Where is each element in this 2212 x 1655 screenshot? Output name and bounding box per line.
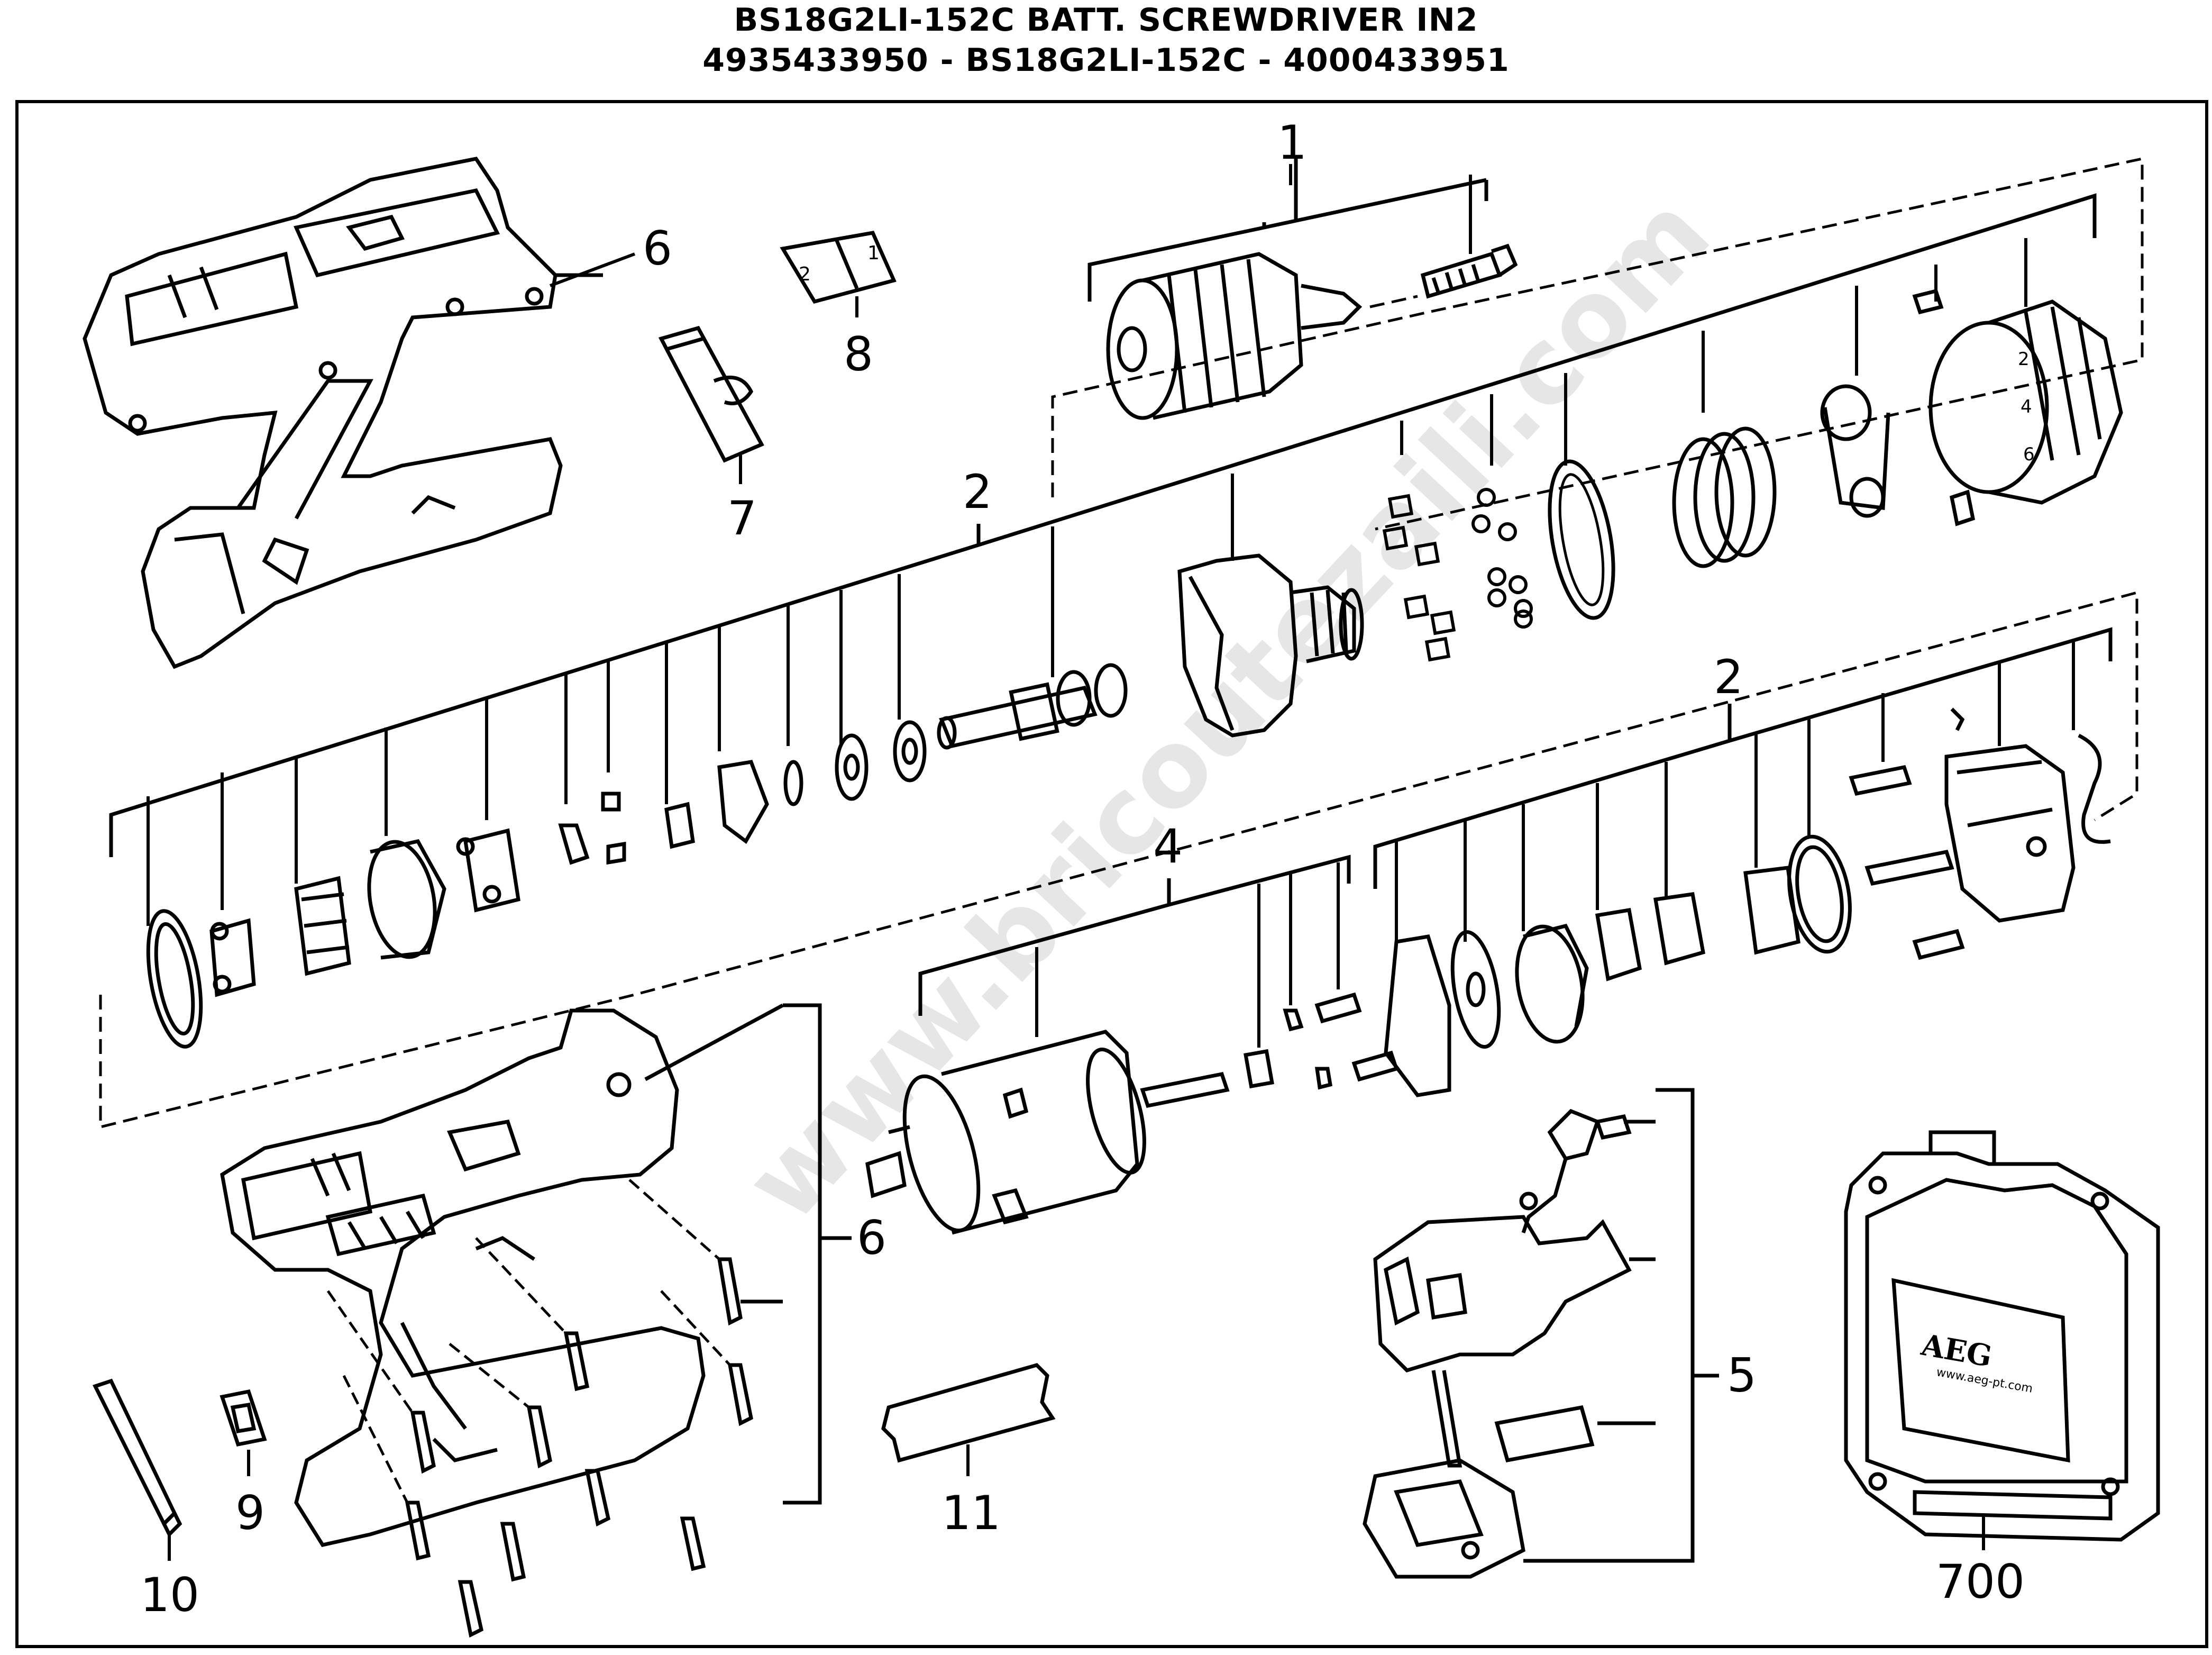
callout-700: 700 <box>1936 1554 2025 1609</box>
svg-text:2: 2 <box>2018 349 2030 370</box>
callout-1: 1 <box>1277 115 1307 170</box>
callout-6-top: 6 <box>643 221 672 276</box>
watermark-text: www.bricoutezaili.com <box>722 172 1734 1244</box>
diagram-frame <box>15 100 2208 1648</box>
svg-text:6: 6 <box>2023 444 2035 465</box>
svg-text:1: 1 <box>867 242 880 264</box>
belt-hook-part <box>220 1389 267 1447</box>
screwdriver-bit-part <box>93 1378 182 1538</box>
svg-text:2: 2 <box>799 263 811 285</box>
case-logo: AEG <box>1918 1327 1995 1374</box>
keyless-chuck-part <box>1106 252 1363 420</box>
diagram-subtitle: 4935433950 - BS18G2LI-152C - 4000433951 <box>702 42 1510 79</box>
rating-label-part <box>881 1363 1056 1463</box>
callout-11: 11 <box>942 1486 1001 1540</box>
housing-screw-dashes <box>326 1179 731 1504</box>
housing-half-right <box>220 1008 706 1547</box>
motor-leaders <box>1035 862 1340 1048</box>
callout-2-lower: 2 <box>1714 650 1743 704</box>
callout-2-upper: 2 <box>963 465 992 519</box>
housing-bottom-bracket <box>644 1003 852 1505</box>
direction-switch-part: 2 1 <box>780 231 897 304</box>
svg-text:4: 4 <box>2021 396 2032 417</box>
gearbox-lower-bracket <box>1373 627 2113 889</box>
callout-8: 8 <box>844 327 873 381</box>
diagram-header: BS18G2LI-152C BATT. SCREWDRIVER IN2 4935… <box>0 0 2212 80</box>
gearbox-upper-bracket <box>109 193 2097 857</box>
switch-bracket <box>1523 1088 1719 1563</box>
callout-9: 9 <box>235 1486 265 1540</box>
carrying-case-part <box>1844 1130 2160 1542</box>
gearbox-upper-leaders <box>147 238 2027 926</box>
callout-5: 5 <box>1727 1348 1757 1403</box>
motor-bracket <box>918 854 1351 1016</box>
thrust-washer-inner <box>1558 473 1605 606</box>
callout-4: 4 <box>1153 819 1183 874</box>
motor-pinion-and-screws <box>1244 992 1399 1090</box>
gearbox-lower-leaders <box>1395 640 2075 942</box>
diagram-title: BS18G2LI-152C BATT. SCREWDRIVER IN2 <box>734 2 1478 39</box>
torque-adjustment-collar: 2 4 6 <box>1912 288 2123 526</box>
housing-screws <box>405 1257 753 1638</box>
callout-6-bottom: 6 <box>857 1211 886 1265</box>
gearbox-lower-dashed-outline <box>99 590 2138 1129</box>
chuck-screw-part <box>1420 243 1518 299</box>
clutch-housing <box>1177 553 1364 738</box>
upper-gear-set <box>146 720 927 1049</box>
thrust-washer <box>1548 459 1615 620</box>
drive-motor <box>865 1030 1230 1235</box>
output-spindle <box>937 663 1128 750</box>
steel-balls <box>1471 488 1533 629</box>
chuck-axis <box>1369 295 1418 308</box>
lower-gear-set <box>1384 707 2111 1097</box>
trigger-switch-part <box>1363 1108 1632 1579</box>
locking-rollers <box>1382 494 1456 662</box>
clip-part <box>658 325 764 463</box>
clutch-spring <box>1672 426 1777 568</box>
callout-10: 10 <box>140 1568 199 1622</box>
leader-6-top <box>549 252 636 287</box>
callout-7: 7 <box>727 491 757 545</box>
upper-gearbox-dashed-outline <box>1051 157 2144 531</box>
clutch-ring <box>1820 384 1890 518</box>
housing-half-left <box>83 157 603 669</box>
chuck-bracket <box>1087 159 1488 302</box>
